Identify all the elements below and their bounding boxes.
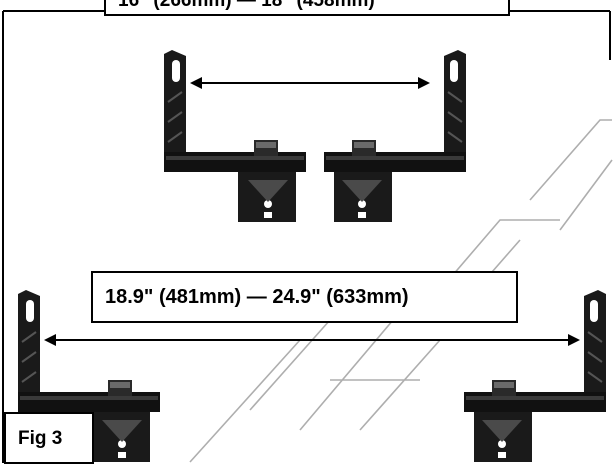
top-dimension-label: 16" (266mm) — 18" (458mm) xyxy=(104,0,510,16)
bracket-top-left xyxy=(163,49,307,223)
middle-dimension-label: 18.9" (481mm) — 24.9" (633mm) xyxy=(91,271,518,323)
bracket-top-right xyxy=(323,49,467,223)
figure-caption: Fig 3 xyxy=(4,412,94,464)
